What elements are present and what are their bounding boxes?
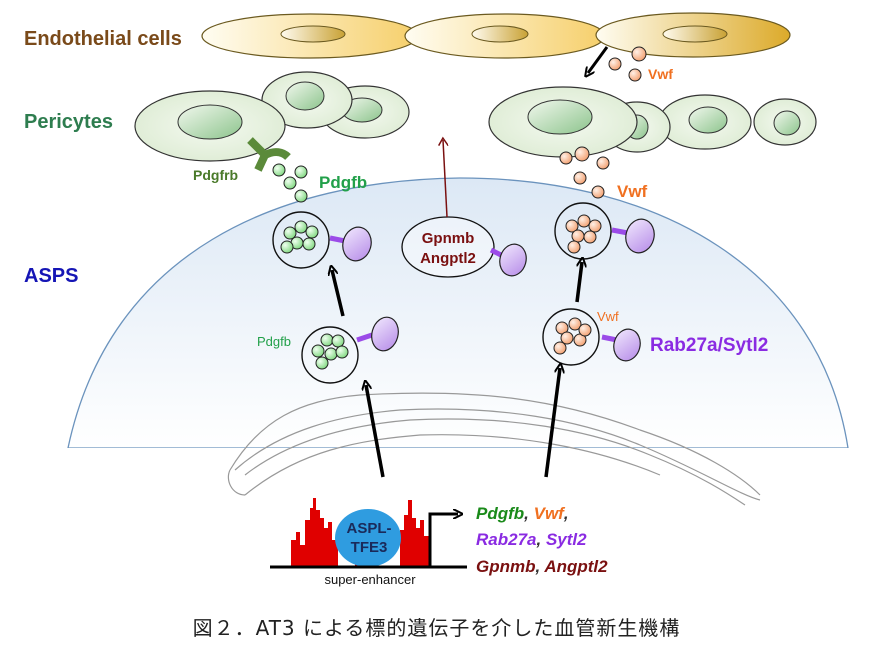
vesicle-pdgfb-top bbox=[272, 211, 372, 269]
arrow-endothelial-to-pericyte bbox=[588, 46, 609, 73]
separator: , bbox=[535, 557, 545, 576]
label-pdgfrb: Pdgfrb bbox=[193, 167, 238, 183]
aspl-tfe3-factor bbox=[335, 509, 401, 567]
asps-cell-membrane bbox=[67, 177, 849, 449]
figure-caption: 図２．AT3 による標的遺伝子を介した血管新生機構 bbox=[192, 616, 681, 640]
separator: , bbox=[563, 504, 569, 523]
endothelial-cells bbox=[201, 12, 791, 59]
separator: , bbox=[535, 530, 545, 549]
label-rab27a-sytl2: Rab27a/Sytl2 bbox=[650, 335, 768, 356]
genes-line-1: Pdgfb, Vwf, bbox=[476, 504, 569, 523]
label-pericytes: Pericytes bbox=[24, 111, 113, 133]
vesicle-vwf-bottom bbox=[542, 308, 641, 366]
label-angptl2: Angptl2 bbox=[420, 250, 476, 267]
pericytes-right bbox=[488, 86, 817, 158]
arrow-gpnmb-to-endothelial bbox=[443, 140, 447, 218]
label-vwf-top: Vwf bbox=[648, 66, 673, 82]
pdgfrb-receptor bbox=[247, 137, 291, 172]
pdgfb-secreted bbox=[272, 163, 308, 203]
gene-pdgfb: Pdgfb bbox=[476, 504, 524, 523]
genes-line-3: Gpnmb, Angptl2 bbox=[476, 557, 608, 576]
gene-vwf: Vwf bbox=[534, 504, 567, 523]
label-vwf-mid: Vwf bbox=[617, 182, 648, 201]
gene-angptl2: Angptl2 bbox=[543, 557, 608, 576]
vwf-secreted-mid bbox=[559, 146, 610, 199]
label-pdgfb-vesicle: Pdgfb bbox=[257, 334, 291, 349]
vesicle-vwf-top bbox=[554, 202, 655, 260]
label-asps: ASPS bbox=[24, 265, 78, 287]
gene-sytl2: Sytl2 bbox=[546, 530, 587, 549]
label-gpnmb: Gpnmb bbox=[422, 230, 475, 247]
label-super-enhancer: super-enhancer bbox=[324, 572, 416, 587]
arrow-left-vesicle-up bbox=[332, 270, 345, 317]
target-genes-list: Pdgfb, Vwf, Rab27a, Sytl2 Gpnmb, Angptl2 bbox=[476, 504, 608, 576]
vwf-secreted-top bbox=[608, 46, 647, 82]
arrow-golgi-to-left-vesicle bbox=[366, 385, 385, 478]
arrow-right-vesicle-up bbox=[575, 262, 582, 303]
genes-line-2: Rab27a, Sytl2 bbox=[476, 530, 587, 549]
arrow-golgi-to-right-vesicle bbox=[544, 368, 560, 478]
vesicle-pdgfb-bottom bbox=[301, 316, 399, 384]
vesicle-gpnmb-angptl2 bbox=[401, 216, 527, 278]
golgi-er bbox=[227, 392, 761, 506]
label-endothelial-cells: Endothelial cells bbox=[24, 28, 182, 50]
gene-rab27a: Rab27a bbox=[476, 530, 536, 549]
label-pdgfb-secreted: Pdgfb bbox=[319, 173, 367, 192]
pericytes-left bbox=[134, 71, 410, 162]
label-vwf-vesicle: Vwf bbox=[597, 309, 619, 324]
separator: , bbox=[523, 504, 533, 523]
label-tfe3: TFE3 bbox=[351, 539, 388, 556]
transcription-start-arrow bbox=[428, 514, 458, 566]
label-aspl: ASPL- bbox=[347, 520, 392, 537]
gene-gpnmb: Gpnmb bbox=[476, 557, 536, 576]
